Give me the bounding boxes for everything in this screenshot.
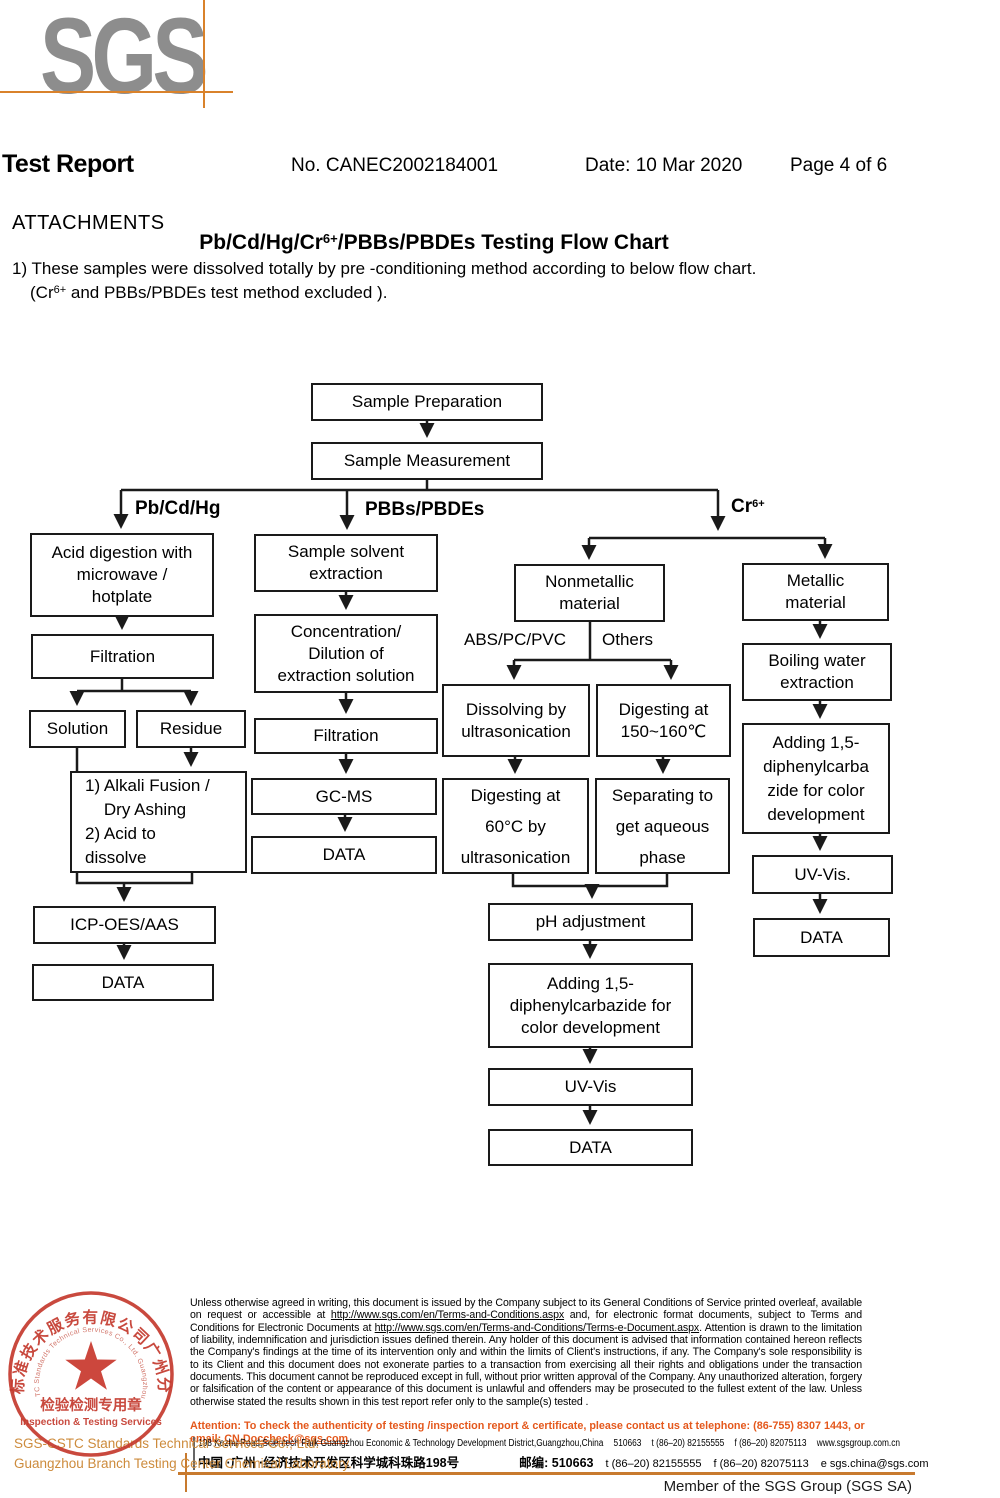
company-name-line1: SGS-CSTC Standards Technical Services Co… — [14, 1436, 320, 1451]
flow-box-sample-measurement: Sample Measurement — [311, 442, 543, 480]
page-indicator: Page 4 of 6 — [790, 155, 888, 176]
branch-label-cr-prefix: Cr — [731, 496, 753, 517]
address-line-en: 198 Kezhu Road,Scientech Park Guangzhou … — [198, 1438, 916, 1449]
disclaimer-seg3: . Attention is drawn to the limitation o… — [190, 1321, 862, 1408]
email-address: e sgs.china@sgs.com — [820, 1458, 929, 1470]
disclaimer-url-terms: http://www.sgs.com/en/Terms-and-Conditio… — [330, 1309, 565, 1322]
stamp-circle — [8, 1291, 174, 1457]
note-line-2-sup: 6+ — [53, 284, 67, 296]
stamp-en-line: Inspection & Testing Services — [20, 1417, 162, 1428]
flowchart-title-sup: 6+ — [322, 231, 338, 246]
attention-email: CN.Doccheck@sgs.com — [224, 1432, 349, 1445]
flowchart-title: Pb/Cd/Hg/Cr6+/PBBs/PBDEs Testing Flow Ch… — [0, 231, 868, 255]
fax-number-cn: f (86–20) 82075113 — [713, 1458, 809, 1470]
report-title: Test Report — [2, 150, 134, 178]
flow-box-filtration-left: Filtration — [31, 634, 214, 679]
flow-box-data-right: DATA — [753, 918, 890, 957]
disclaimer-url-edocument: http://www.sgs.com/en/Terms-and-Conditio… — [374, 1321, 700, 1334]
disclaimer-seg1: Unless otherwise agreed in writing, this… — [190, 1297, 862, 1322]
disclaimer-text: Unless otherwise agreed in writing, this… — [190, 1297, 862, 1408]
stamp-star-icon — [65, 1341, 117, 1390]
footer-orange-tick — [185, 1453, 187, 1492]
attention-text: Attention: To check the authenticity of … — [190, 1420, 866, 1445]
flow-box-alkali-fusion: 1) Alkali Fusion / Dry Ashing 2) Acid to… — [70, 771, 247, 873]
note-line-2-prefix: (Cr — [30, 283, 54, 302]
sublabel-abs-pc-pvc: ABS/PC/PVC — [464, 630, 567, 649]
inspection-stamp: 通标标准技术服务有限公司广州分公司 SGS-CSTC Standards Tec… — [3, 1286, 174, 1457]
disclaimer-seg2: and, for electronic format documents, su… — [190, 1309, 862, 1334]
flow-box-uv-vis-mid: UV-Vis — [488, 1068, 693, 1106]
flow-box-icp-oes-aas: ICP-OES/AAS — [33, 906, 216, 944]
sublabel-others: Others — [602, 630, 654, 649]
postal-code-en: 510663 — [613, 1438, 642, 1449]
address-line-cn: 中国 ·广州 ·经济技术开发区科学城科珠路198号 邮编: 510663 t (… — [198, 1452, 929, 1471]
report-number: No. CANEC2002184001 — [291, 155, 499, 176]
logo-crosshair-horizontal — [0, 91, 233, 93]
address-en: 198 Kezhu Road,Scientech Park Guangzhou … — [198, 1438, 604, 1449]
address-divider — [193, 1437, 195, 1470]
flow-box-solvent-extraction: Sample solvent extraction — [254, 534, 438, 592]
flow-box-separating-aqueous: Separating to get aqueous phase — [595, 778, 730, 874]
branch-label-pb-cd-hg: Pb/Cd/Hg — [135, 498, 221, 519]
flow-box-gc-ms: GC-MS — [251, 778, 437, 815]
phone-number-cn: t (86–20) 82155555 — [605, 1458, 702, 1470]
website-url: www.sgsgroup.com.cn — [816, 1438, 901, 1449]
report-date: Date: 10 Mar 2020 — [585, 155, 743, 176]
flow-box-adding-diphenylcarbazide-mid: Adding 1,5- diphenylcarbazide for color … — [488, 963, 693, 1048]
flow-box-data-mid: DATA — [251, 836, 437, 874]
branch-label-cr6: Cr6+ — [731, 496, 765, 518]
attachments-heading: ATTACHMENTS — [12, 212, 165, 234]
flow-box-digesting-60: Digesting at 60°C by ultrasonication — [442, 778, 589, 874]
flow-box-filtration-mid: Filtration — [254, 718, 438, 754]
logo-crosshair-vertical — [203, 0, 205, 108]
flow-box-dissolving-ultrasonication: Dissolving by ultrasonication — [442, 684, 590, 757]
phone-number-en: t (86–20) 82155555 — [651, 1438, 725, 1449]
sgs-logo: SGS — [40, 0, 209, 116]
flowchart-title-prefix: Pb/Cd/Hg/Cr — [199, 231, 323, 254]
flow-box-sample-preparation: Sample Preparation — [311, 383, 543, 421]
postal-code-cn: 邮编: 510663 — [519, 1456, 594, 1470]
flow-box-boiling-water: Boiling water extraction — [742, 643, 892, 701]
footer-orange-rule — [178, 1472, 915, 1475]
flow-box-metallic: Metallic material — [742, 563, 889, 621]
attention-body: Attention: To check the authenticity of … — [190, 1420, 865, 1445]
flow-box-digesting-150-160: Digesting at 150~160℃ — [596, 684, 731, 757]
member-line: Member of the SGS Group (SGS SA) — [663, 1478, 912, 1495]
branch-label-cr-sup: 6+ — [752, 498, 765, 510]
note-line-2-suffix: and PBBs/PBDEs test method excluded ). — [66, 283, 388, 302]
note-line-1: 1) These samples were dissolved totally … — [12, 259, 757, 278]
stamp-cn-line: 检验检测专用章 — [40, 1396, 142, 1414]
branch-label-pbbs-pbdes: PBBs/PBDEs — [365, 499, 485, 520]
flow-box-concentration-dilution: Concentration/ Dilution of extraction so… — [254, 614, 438, 693]
flow-box-ph-adjustment: pH adjustment — [488, 903, 693, 941]
company-name-line2: Guangzhou Branch Testing Center Chemical… — [14, 1456, 352, 1471]
fax-number-en: f (86–20) 82075113 — [734, 1438, 807, 1449]
flow-box-data-mid-bottom: DATA — [488, 1129, 693, 1166]
flow-box-residue: Residue — [136, 710, 246, 748]
flow-box-uv-vis-right: UV-Vis. — [752, 855, 893, 894]
note-line-2: (Cr6+ and PBBs/PBDEs test method exclude… — [30, 283, 387, 303]
flow-box-nonmetallic: Nonmetallic material — [514, 564, 665, 622]
flow-box-data-left: DATA — [32, 964, 214, 1001]
flow-box-acid-digestion: Acid digestion with microwave / hotplate — [30, 533, 214, 617]
flow-box-adding-diphenylcarbazide-right: Adding 1,5- diphenylcarba zide for color… — [742, 723, 890, 834]
flow-box-solution: Solution — [29, 710, 126, 748]
address-cn: 中国 ·广州 ·经济技术开发区科学城科珠路198号 — [198, 1456, 460, 1470]
flowchart-title-suffix: /PBBs/PBDEs Testing Flow Chart — [337, 231, 669, 254]
